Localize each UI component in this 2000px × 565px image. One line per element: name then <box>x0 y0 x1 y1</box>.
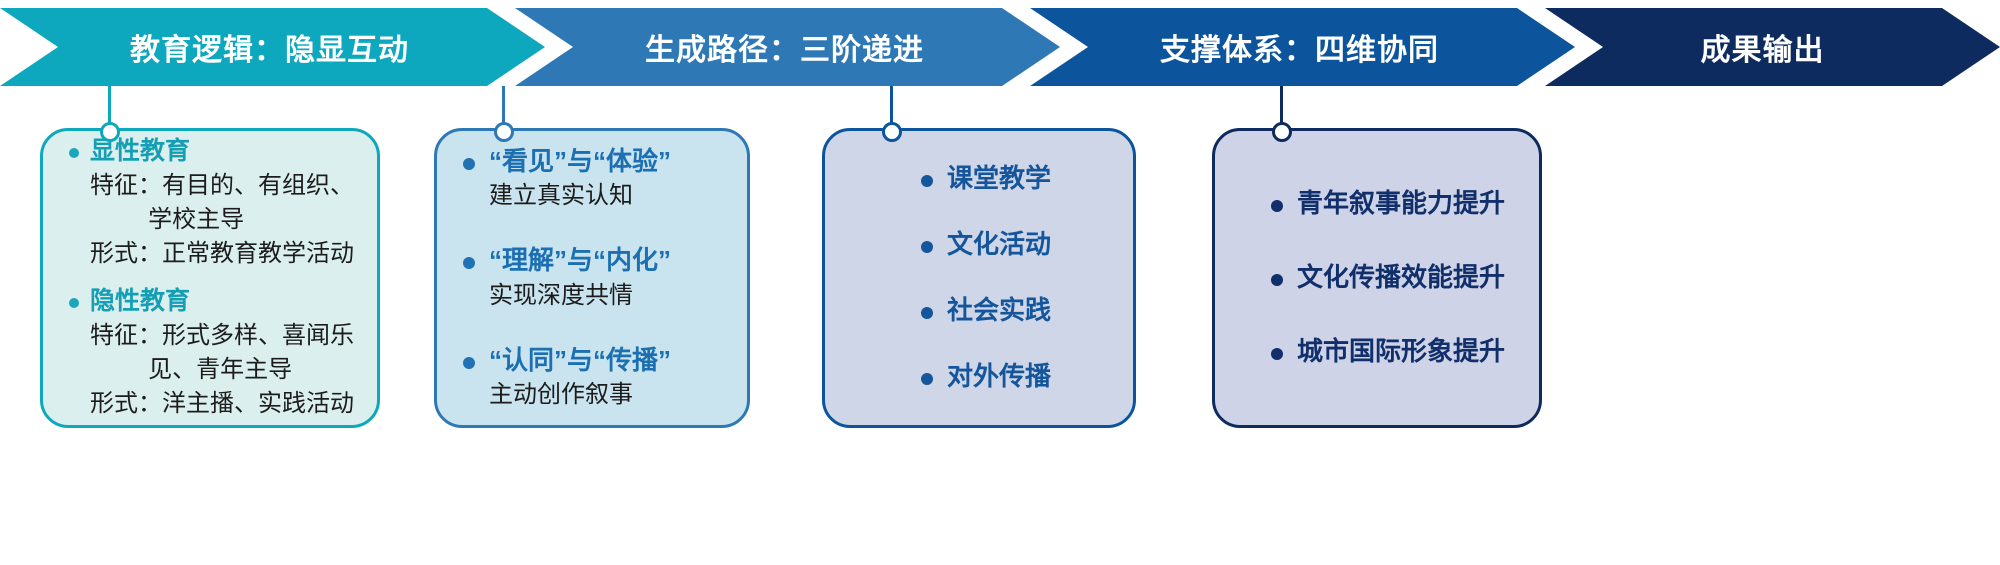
connector-line-1 <box>108 86 111 133</box>
connector-node-2 <box>494 122 514 142</box>
connector-node-4 <box>1272 122 1292 142</box>
stage-chevron-4-label: 成果输出 <box>1700 34 1825 67</box>
list-item-detail: 特征：形式多样、喜闻乐 <box>90 321 354 349</box>
card-2-list: “看见”与“体验” 建立真实认知 “理解”与“内化” 实现深度共情 “认同”与“… <box>463 146 721 408</box>
list-item-title: 显性教育 <box>90 137 191 166</box>
bullet-dot-icon <box>921 307 933 319</box>
bullet-dot-icon <box>463 257 475 270</box>
bullet-dot-icon <box>69 148 79 159</box>
bullet-dot-icon <box>69 298 79 308</box>
bullet-dot-icon <box>463 158 475 171</box>
list-item: 文化活动 <box>921 228 1107 262</box>
list-item-detail: 建立真实认知 <box>489 182 633 210</box>
list-item: 对外传播 <box>921 360 1107 394</box>
list-item: 社会实践 <box>921 294 1107 328</box>
connector-line-2 <box>502 86 505 133</box>
list-item-title: 文化传播效能提升 <box>1297 262 1506 293</box>
connector-node-3 <box>882 122 902 142</box>
list-item-title: 社会实践 <box>947 295 1052 325</box>
bullet-dot-icon <box>1271 347 1283 360</box>
list-item-body: “理解”与“内化” 实现深度共情 <box>489 243 721 312</box>
list-item-title: 城市国际形象提升 <box>1297 335 1506 366</box>
stage-chevron-1[interactable]: 教育逻辑：隐显互动 <box>0 8 545 86</box>
list-item: 城市国际形象提升 <box>1271 335 1513 369</box>
list-item-detail: 形式：洋主播、实践活动 <box>90 389 354 417</box>
list-item-title: “理解”与“内化” <box>489 245 672 276</box>
bullet-dot-icon <box>463 356 475 369</box>
list-item-body: “认同”与“传播” 主动创作叙事 <box>489 343 721 412</box>
list-item-title: 青年叙事能力提升 <box>1297 188 1506 219</box>
connector-line-4 <box>1280 86 1283 133</box>
list-item: 显性教育 特征：有目的、有组织、 学校主导 形式：正常教育教学活动 <box>69 135 354 271</box>
card-4-list: 青年叙事能力提升 文化传播效能提升 城市国际形象提升 <box>1241 153 1513 403</box>
list-item-body: “看见”与“体验” 建立真实认知 <box>489 144 721 213</box>
stage-card-2[interactable]: “看见”与“体验” 建立真实认知 “理解”与“内化” 实现深度共情 “认同”与“… <box>434 128 750 428</box>
list-item-detail: 形式：正常教育教学活动 <box>90 239 354 267</box>
bullet-dot-icon <box>1271 274 1283 287</box>
list-item-title: 文化活动 <box>947 229 1052 260</box>
list-item: 隐性教育 特征：形式多样、喜闻乐 见、青年主导 形式：洋主播、实践活动 <box>69 285 354 421</box>
bullet-dot-icon <box>921 241 933 254</box>
list-item-detail: 实现深度共情 <box>489 281 633 309</box>
list-item: “看见”与“体验” 建立真实认知 <box>463 144 721 213</box>
stage-chevron-3-label: 支撑体系：四维协同 <box>1160 34 1439 67</box>
card-3-list: 课堂教学 文化活动 社会实践 对外传播 <box>851 153 1107 403</box>
bullet-dot-icon <box>921 175 933 188</box>
list-item-body: 显性教育 特征：有目的、有组织、 学校主导 形式：正常教育教学活动 <box>90 135 354 271</box>
stage-card-1[interactable]: 显性教育 特征：有目的、有组织、 学校主导 形式：正常教育教学活动 隐性教育 特… <box>40 128 380 428</box>
list-item: “认同”与“传播” 主动创作叙事 <box>463 343 721 412</box>
list-item: 青年叙事能力提升 <box>1271 187 1513 221</box>
list-item-detail: 特征：有目的、有组织、 <box>90 171 354 199</box>
stage-chevron-2[interactable]: 生成路径：三阶递进 <box>515 8 1060 86</box>
list-item-title: 课堂教学 <box>947 163 1052 194</box>
list-item-title: 隐性教育 <box>90 287 191 315</box>
list-item-title: “看见”与“体验” <box>489 146 672 177</box>
list-item-title: 对外传播 <box>947 360 1052 391</box>
bullet-dot-icon <box>921 372 933 385</box>
stage-chevron-2-label: 生成路径：三阶递进 <box>645 34 924 67</box>
list-item-title: “认同”与“传播” <box>489 344 672 375</box>
stage-chevron-3[interactable]: 支撑体系：四维协同 <box>1030 8 1575 86</box>
list-item-detail: 见、青年主导 <box>148 355 293 383</box>
card-1-list: 显性教育 特征：有目的、有组织、 学校主导 形式：正常教育教学活动 隐性教育 特… <box>69 137 354 417</box>
list-item-detail: 学校主导 <box>148 205 245 233</box>
list-item-body: 隐性教育 特征：形式多样、喜闻乐 见、青年主导 形式：洋主播、实践活动 <box>90 285 354 421</box>
stage-chevron-1-label: 教育逻辑：隐显互动 <box>130 34 409 67</box>
stage-chevron-4[interactable]: 成果输出 <box>1545 8 2000 86</box>
list-item-detail: 主动创作叙事 <box>489 380 633 408</box>
stage-card-3[interactable]: 课堂教学 文化活动 社会实践 对外传播 <box>822 128 1136 428</box>
list-item: “理解”与“内化” 实现深度共情 <box>463 243 721 312</box>
connector-node-1 <box>100 122 120 142</box>
list-item: 课堂教学 <box>921 162 1107 196</box>
bullet-dot-icon <box>1271 200 1283 213</box>
stage-card-4[interactable]: 青年叙事能力提升 文化传播效能提升 城市国际形象提升 <box>1212 128 1542 428</box>
stage-header-band: 教育逻辑：隐显互动 生成路径：三阶递进 支撑体系：四维协同 成果输出 <box>0 8 2000 86</box>
connector-line-3 <box>890 86 893 133</box>
list-item: 文化传播效能提升 <box>1271 261 1513 295</box>
